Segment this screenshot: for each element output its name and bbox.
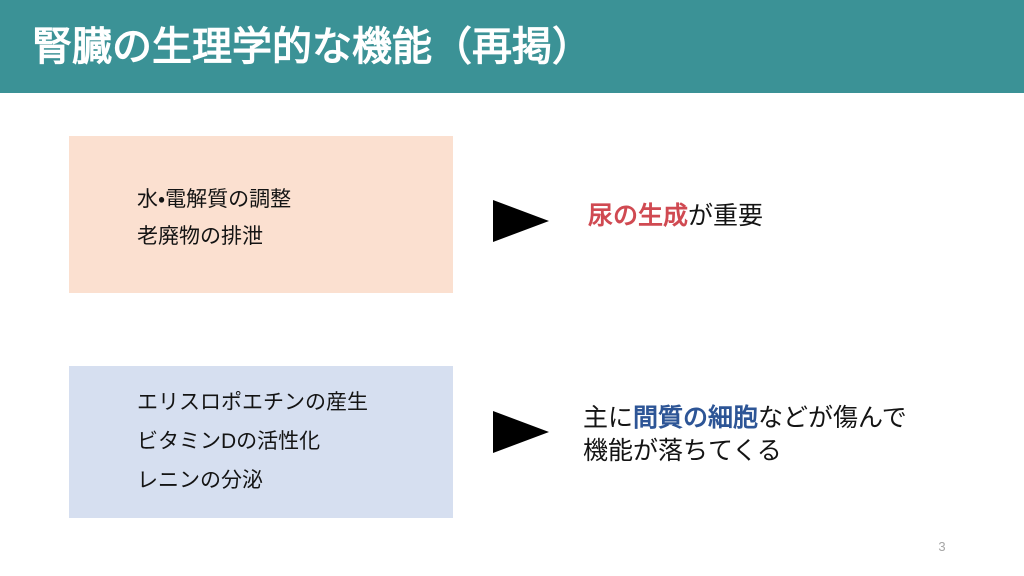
plain-text: 機能が落ちてくる <box>583 437 782 465</box>
plain-text: が重要 <box>688 202 764 230</box>
conclusion-line: 尿の生成が重要 <box>588 199 763 233</box>
page-number: 3 <box>938 539 946 554</box>
slide-header-band <box>0 0 1024 93</box>
function-box-endocrine: エリスロポエチンの産生 ビタミンDの活性化 レニンの分泌 <box>69 366 453 518</box>
conclusion-line: 機能が落ちてくる <box>583 435 907 468</box>
highlight-blue-text: 間質の細胞 <box>633 404 759 432</box>
function-box-excretion: 水・電解質の調整 老廃物の排泄 <box>69 136 453 293</box>
highlight-red-text: 尿の生成 <box>588 202 689 230</box>
list-item: ビタミンDの活性化 <box>137 430 321 453</box>
conclusion-line: 主に間質の細胞などが傷んで <box>583 402 907 435</box>
list-item: エリスロポエチンの産生 <box>137 391 368 414</box>
list-item: レニンの分泌 <box>137 469 263 492</box>
conclusion-text-urine: 尿の生成が重要 <box>588 199 763 233</box>
list-item: 老廃物の排泄 <box>137 225 263 248</box>
right-triangle-icon <box>493 411 549 453</box>
plain-text: 主に <box>583 404 634 432</box>
function-box-excretion-lines: 水・電解質の調整 老廃物の排泄 <box>137 181 291 255</box>
plain-text: などが傷んで <box>758 404 907 432</box>
slide-title: 腎臓の生理学的な機能（再掲） <box>32 25 592 69</box>
function-box-endocrine-lines: エリスロポエチンの産生 ビタミンDの活性化 レニンの分泌 <box>137 383 368 500</box>
right-triangle-icon <box>493 200 549 242</box>
conclusion-text-interstitium: 主に間質の細胞などが傷んで 機能が落ちてくる <box>583 402 907 468</box>
list-item: 水・電解質の調整 <box>137 188 292 211</box>
